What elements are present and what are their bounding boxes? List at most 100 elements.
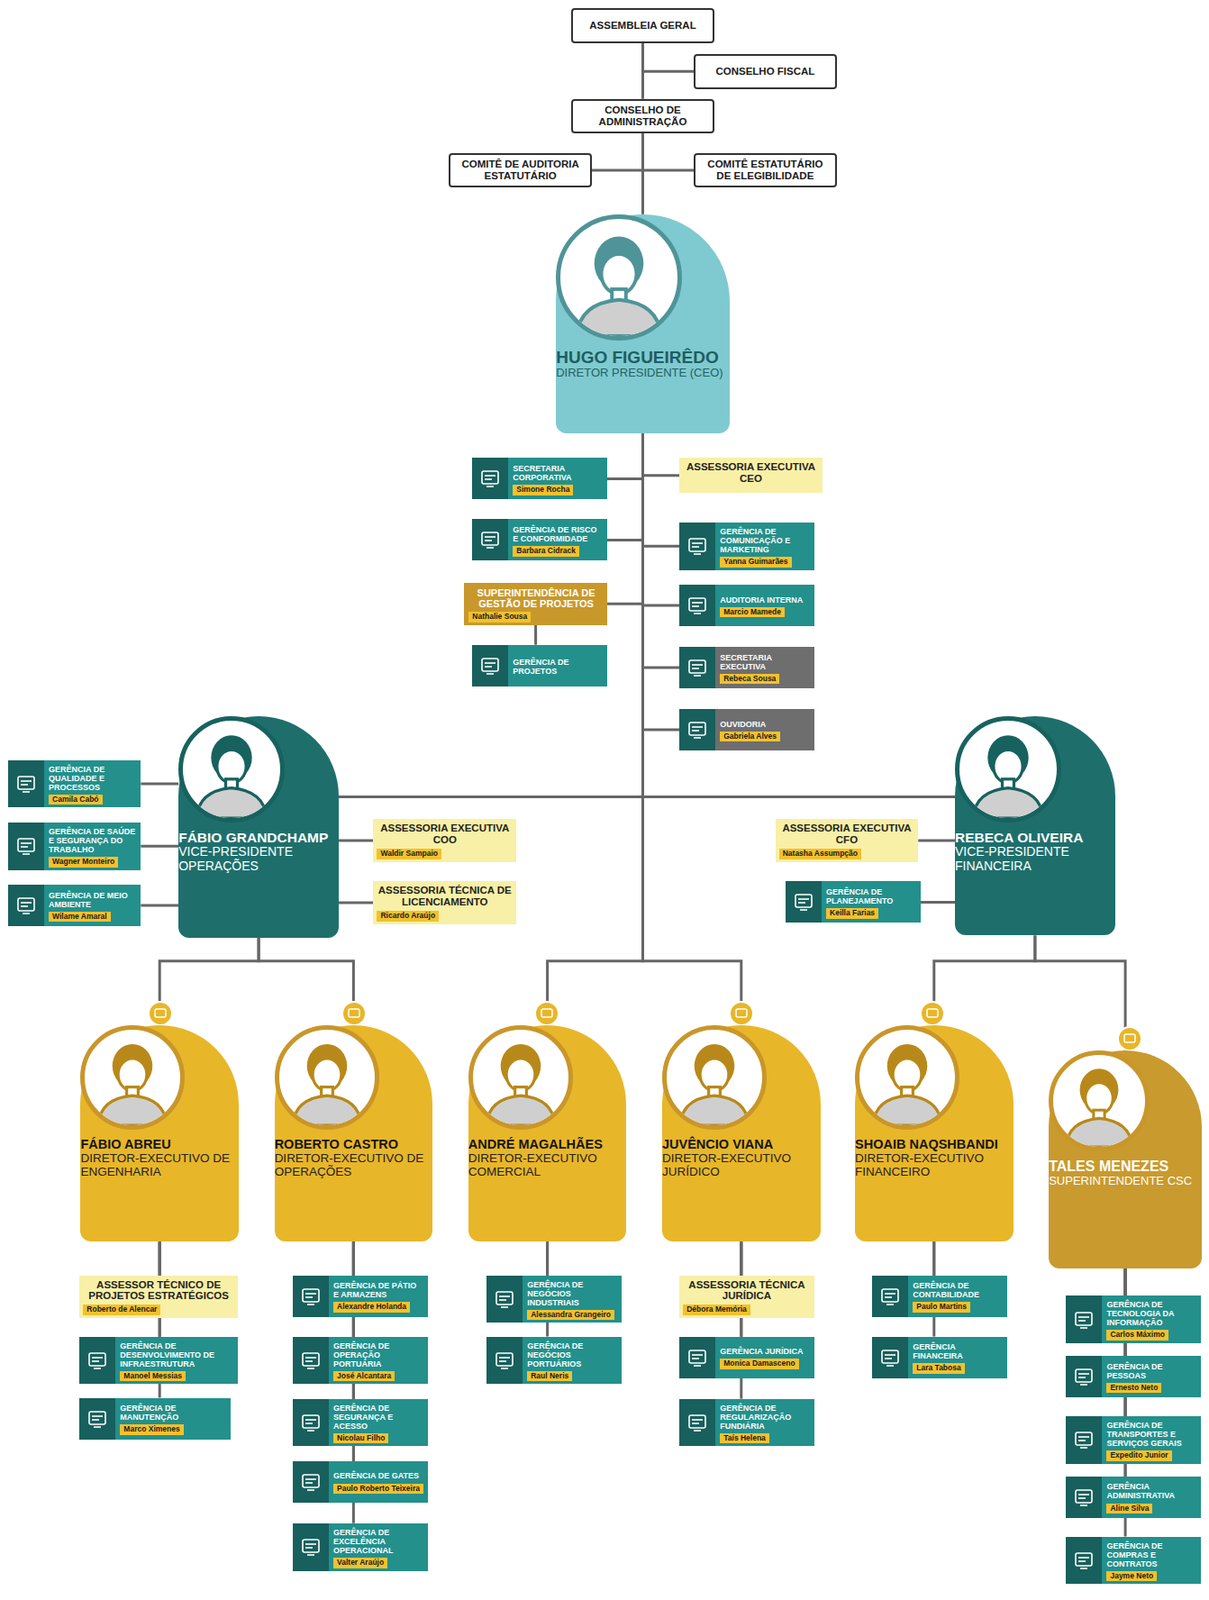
- name-tag: Jayme Neto: [1106, 1571, 1157, 1582]
- top-box: CONSELHO FISCAL: [693, 54, 837, 90]
- unit-icon: [1065, 1416, 1102, 1464]
- mgr-box: GERÊNCIA DE CONTABILIDADEPaulo Martins: [872, 1275, 1007, 1318]
- section-icon: [148, 1001, 173, 1026]
- unit-text: GERÊNCIA DE MANUTENÇÃOMarco Ximenes: [115, 1398, 231, 1440]
- board-label: CONSELHO DE ADMINISTRAÇÃO: [578, 104, 708, 128]
- name-tag: Ernesto Neto: [1106, 1382, 1162, 1394]
- unit-icon: [1065, 1536, 1102, 1585]
- unit-title: GERÊNCIA DE PESSOAS: [1106, 1362, 1197, 1381]
- person-name: FÁBIO ABREU: [80, 1136, 239, 1152]
- org-connector: [607, 433, 644, 479]
- unit-title: GERÊNCIA DE TRANSPORTES E SERVIÇOS GERAI…: [1106, 1420, 1197, 1448]
- name-tag: Waldir Sampaio: [376, 848, 441, 860]
- name-tag: Alessandra Grangeiro: [527, 1309, 615, 1321]
- ass-box: ASSESSORIA EXECUTIVA CEO: [679, 457, 823, 493]
- top-box: COMITÊ ESTATUTÁRIO DE ELEGIBILIDADE: [693, 153, 837, 189]
- unit-text: SECRETARIA EXECUTIVARebeca Sousa: [715, 646, 814, 689]
- dir-box: FÁBIO ABREUDIRETOR-EXECUTIVO DE ENGENHAR…: [80, 1025, 239, 1242]
- unit-text: GERÊNCIA JURÍDICAMonica Damasceno: [715, 1336, 814, 1379]
- mgr-box: GERÊNCIA DE OPERAÇÃO PORTUÁRIAJosé Alcan…: [292, 1336, 428, 1385]
- unit-text: GERÊNCIA DE NEGÓCIOS PORTUÁRIOSRaul Neri…: [522, 1336, 621, 1385]
- section-icon: [920, 1001, 945, 1026]
- mgr-box: GERÊNCIA DE COMUNICAÇÃO E MARKETINGYanna…: [679, 522, 814, 571]
- mgr-box: GERÊNCIA DE EXCELÊNCIA OPERACIONALValter…: [292, 1523, 428, 1572]
- unit-icon: [679, 1336, 716, 1379]
- name-tag: Nicolau Filho: [333, 1433, 389, 1445]
- name-tag: Natasha Assumpção: [779, 848, 862, 860]
- name-tag: Barbara Cidrack: [512, 545, 580, 557]
- name-tag: Expedito Junior: [1106, 1450, 1172, 1462]
- unit-title: GERÊNCIA FINANCEIRA: [912, 1342, 1003, 1361]
- unit-title: GERÊNCIA DE PLANEJAMENTO: [826, 887, 917, 906]
- org-connector: [607, 433, 644, 540]
- sup-box: TALES MENEZESSUPERINTENDENTE CSC: [1048, 1050, 1202, 1268]
- mgr-box: GERÊNCIA DE SAÚDE E SEGURANÇA DO TRABALH…: [8, 822, 141, 871]
- unit-icon: [872, 1275, 909, 1318]
- org-connector: [338, 839, 374, 843]
- unit-text: AUDITORIA INTERNAMarcio Mamede: [715, 584, 814, 627]
- person-name: REBECA OLIVEIRA: [954, 829, 1116, 846]
- mgr-box: GERÊNCIA DE NEGÓCIOS PORTUÁRIOSRaul Neri…: [486, 1336, 621, 1385]
- dir-box: ANDRÉ MAGALHÃESDIRETOR-EXECUTIVO COMERCI…: [468, 1025, 628, 1242]
- person-name: JUVÊNCIO VIANA: [662, 1136, 821, 1152]
- unit-title: GERÊNCIA DE DESENVOLVIMENTO DE INFRAESTR…: [119, 1341, 235, 1369]
- unit-text: GERÊNCIA DE QUALIDADE E PROCESSOSCamila …: [44, 760, 141, 809]
- name-tag: Marcio Mamede: [719, 607, 785, 619]
- top-box: ASSEMBLEIA GERAL: [571, 8, 715, 44]
- unit-title: SUPERINTENDÊNCIA DE GESTÃO DE PROJETOS: [468, 587, 604, 610]
- org-connector: [591, 133, 644, 171]
- ass-box: ASSESSORIA TÉCNICA DE LICENCIAMENTORicar…: [372, 881, 517, 924]
- unit-text: GERÊNCIA DE PROJETOS: [508, 645, 607, 687]
- unit-icon: [486, 1275, 523, 1324]
- advisory-title: ASSESSOR TÉCNICO DE PROJETOS ESTRATÉGICO…: [82, 1279, 235, 1303]
- mgr-box: GERÊNCIA JURÍDICAMonica Damasceno: [679, 1336, 814, 1379]
- mgr-box: GERÊNCIA DE MEIO AMBIENTEWilame Amaral: [8, 884, 141, 927]
- unit-title: GERÊNCIA DE QUALIDADE E PROCESSOS: [48, 764, 137, 792]
- unit-title: GERÊNCIA DE PÁTIO E ARMAZENS: [333, 1281, 424, 1300]
- role-title: SUPERINTENDENTE CSC: [1048, 1174, 1202, 1189]
- unit-text: GERÊNCIA DE COMUNICAÇÃO E MARKETINGYanna…: [715, 522, 814, 571]
- name-tag: Manoel Messias: [119, 1371, 186, 1382]
- org-connector: [338, 901, 374, 905]
- org-connector: [641, 43, 645, 100]
- unit-text: OUVIDORIAGabriela Alves: [715, 709, 814, 751]
- unit-icon: [486, 1336, 523, 1385]
- avatar-icon: [555, 214, 682, 341]
- name-tag: Paulo Roberto Teixeira: [333, 1483, 424, 1495]
- unit-text: GERÊNCIA DE PÁTIO E ARMAZENSAlexandre Ho…: [328, 1275, 428, 1318]
- name-tag: Carlos Máximo: [1106, 1329, 1168, 1341]
- unit-icon: [679, 709, 716, 751]
- person-name: FÁBIO GRANDCHAMP: [178, 829, 339, 846]
- org-connector: [643, 433, 956, 797]
- name-tag: José Alcantara: [333, 1371, 395, 1382]
- advisory-title: ASSESSORIA TÉCNICA DE LICENCIAMENTO: [376, 884, 513, 909]
- name-tag: Alexandre Holanda: [333, 1301, 410, 1313]
- unit-text: SUPERINTENDÊNCIA DE GESTÃO DE PROJETOSNa…: [463, 582, 608, 626]
- person-name: SHOAIB NAQSHBANDI: [854, 1136, 1014, 1152]
- top-box: COMITÊ DE AUDITORIA ESTATUTÁRIO: [448, 153, 592, 189]
- org-connector: [140, 903, 179, 907]
- section-icon: [729, 1001, 754, 1026]
- unit-icon: [679, 584, 716, 627]
- unit-title: SECRETARIA CORPORATIVA: [512, 463, 603, 482]
- unit-text: GERÊNCIA FINANCEIRALara Tabosa: [908, 1336, 1007, 1379]
- org-connector: [920, 900, 956, 904]
- unit-text: GERÊNCIA DE TECNOLOGIA DA INFORMAÇÃOCarl…: [1101, 1295, 1200, 1344]
- unit-title: GERÊNCIA ADMINISTRATIVA: [1106, 1481, 1197, 1500]
- org-connector: [934, 936, 1036, 1027]
- unit-icon: [79, 1398, 116, 1440]
- mgr-box: GERÊNCIA DE DESENVOLVIMENTO DE INFRAESTR…: [79, 1336, 238, 1385]
- unit-title: GERÊNCIA DE CONTABILIDADE: [912, 1281, 1003, 1300]
- person-name: TALES MENEZES: [1048, 1158, 1202, 1175]
- role-title: DIRETOR-EXECUTIVO JURÍDICO: [662, 1151, 821, 1179]
- org-connector: [258, 937, 354, 1026]
- unit-icon: [872, 1336, 909, 1379]
- person-name: ROBERTO CASTRO: [274, 1136, 434, 1152]
- name-tag: Débora Memória: [682, 1304, 751, 1316]
- unit-text: GERÊNCIA DE GATESPaulo Roberto Teixeira: [328, 1461, 428, 1503]
- unit-title: GERÊNCIA DE COMPRAS E CONTRATOS: [1106, 1541, 1197, 1569]
- unit-icon: [8, 822, 45, 871]
- unit-text: GERÊNCIA DE SAÚDE E SEGURANÇA DO TRABALH…: [44, 822, 141, 871]
- unit-text: GERÊNCIA DE OPERAÇÃO PORTUÁRIAJosé Alcan…: [328, 1336, 428, 1385]
